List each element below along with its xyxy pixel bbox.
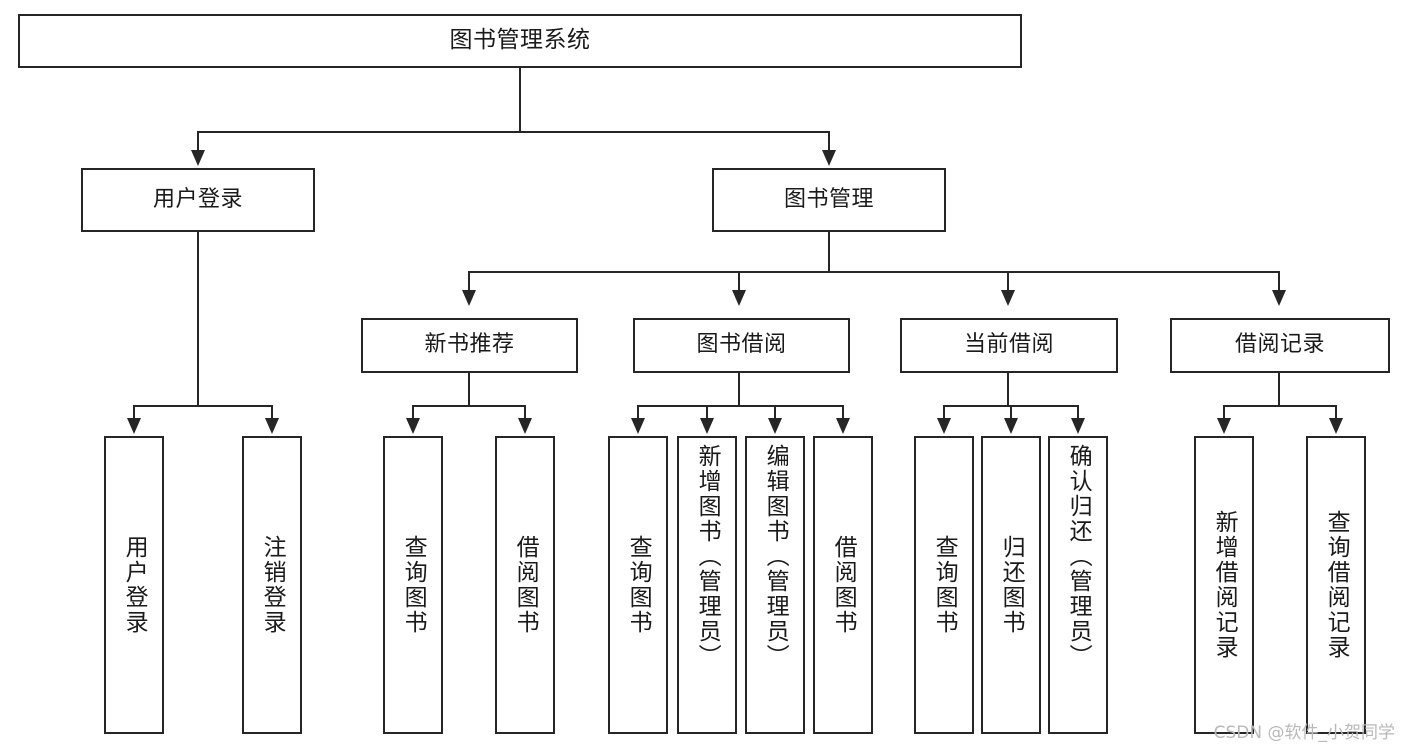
connector-to-book-borrow bbox=[738, 271, 740, 293]
connector-user-login-stem bbox=[197, 232, 199, 407]
node-new-book-recommend[interactable]: 新书推荐 bbox=[361, 318, 578, 373]
connector-user-login-left bbox=[133, 405, 135, 420]
arrow-to-leaf-borrow-book-1 bbox=[518, 418, 532, 434]
connector-root-bar bbox=[197, 131, 830, 133]
leaf-add-book[interactable]: 新增图书（管理员） bbox=[677, 436, 737, 734]
connector-root-stem bbox=[519, 68, 521, 132]
csdn-watermark: CSDN @软件_小贺同学 bbox=[1213, 723, 1395, 743]
connector-bb-1 bbox=[637, 405, 639, 420]
leaf-borrow-book-2-label: 借阅图书 bbox=[830, 535, 857, 635]
connector-nbr-bar bbox=[412, 405, 526, 407]
connector-br-bar bbox=[1223, 405, 1337, 407]
arrow-to-leaf-query-record bbox=[1329, 418, 1343, 434]
arrow-to-book-borrow bbox=[732, 290, 746, 306]
connector-nbr-right bbox=[524, 405, 526, 420]
leaf-user-login[interactable]: 用户登录 bbox=[104, 436, 164, 734]
arrow-to-leaf-edit-book bbox=[768, 418, 782, 434]
node-user-login-label: 用户登录 bbox=[152, 186, 243, 212]
arrow-to-leaf-query-book-2 bbox=[631, 418, 645, 434]
connector-to-borrow-record bbox=[1278, 271, 1280, 293]
node-root-label: 图书管理系统 bbox=[449, 27, 591, 54]
arrow-root-to-book-manage bbox=[822, 150, 836, 166]
connector-book-manage-stem bbox=[828, 232, 830, 272]
connector-bb-2 bbox=[706, 405, 708, 420]
leaf-query-book-3-label: 查询图书 bbox=[931, 535, 958, 635]
leaf-borrow-book-2[interactable]: 借阅图书 bbox=[813, 436, 873, 734]
leaf-edit-book[interactable]: 编辑图书（管理员） bbox=[745, 436, 805, 734]
connector-root-to-user-login bbox=[197, 131, 199, 153]
leaf-add-record[interactable]: 新增借阅记录 bbox=[1194, 436, 1254, 734]
connector-bb-3 bbox=[774, 405, 776, 420]
leaf-query-book-2[interactable]: 查询图书 bbox=[608, 436, 668, 734]
node-book-borrow[interactable]: 图书借阅 bbox=[633, 318, 850, 373]
arrow-root-to-user-login bbox=[191, 150, 205, 166]
leaf-query-book-1-label: 查询图书 bbox=[400, 535, 427, 635]
leaf-edit-book-label: 编辑图书（管理员） bbox=[762, 444, 789, 669]
node-borrow-record-label: 借阅记录 bbox=[1234, 332, 1325, 358]
leaf-return-book-label: 归还图书 bbox=[998, 535, 1025, 635]
leaf-user-logout-label: 注销登录 bbox=[259, 535, 286, 635]
leaf-confirm-return[interactable]: 确认归还（管理员） bbox=[1048, 436, 1108, 734]
arrow-to-new-book-recommend bbox=[462, 290, 476, 306]
connector-bb-bar bbox=[637, 405, 844, 407]
connector-br-right bbox=[1335, 405, 1337, 420]
leaf-query-book-3[interactable]: 查询图书 bbox=[914, 436, 974, 734]
connector-br-left bbox=[1223, 405, 1225, 420]
leaf-borrow-book-1[interactable]: 借阅图书 bbox=[495, 436, 555, 734]
connector-user-login-bar bbox=[133, 405, 272, 407]
node-root[interactable]: 图书管理系统 bbox=[18, 14, 1022, 68]
leaf-borrow-book-1-label: 借阅图书 bbox=[512, 535, 539, 635]
node-book-manage[interactable]: 图书管理 bbox=[712, 168, 946, 232]
connector-cb-3 bbox=[1077, 405, 1079, 420]
connector-bb-4 bbox=[842, 405, 844, 420]
arrow-to-leaf-query-book-3 bbox=[937, 418, 951, 434]
arrow-to-leaf-borrow-book-2 bbox=[836, 418, 850, 434]
connector-nbr-left bbox=[412, 405, 414, 420]
connector-nbr-stem bbox=[468, 373, 470, 407]
connector-cb-stem bbox=[1007, 373, 1009, 407]
arrow-to-leaf-query-book-1 bbox=[406, 418, 420, 434]
leaf-add-book-label: 新增图书（管理员） bbox=[694, 444, 721, 669]
leaf-return-book[interactable]: 归还图书 bbox=[981, 436, 1041, 734]
leaf-query-book-1[interactable]: 查询图书 bbox=[383, 436, 443, 734]
connector-to-new-book-recommend bbox=[468, 271, 470, 293]
connector-root-to-book-manage bbox=[828, 131, 830, 153]
leaf-query-record[interactable]: 查询借阅记录 bbox=[1306, 436, 1366, 734]
arrow-to-leaf-user-login bbox=[127, 418, 141, 434]
connector-book-manage-bar bbox=[468, 271, 1280, 273]
connector-to-current-borrow bbox=[1007, 271, 1009, 293]
connector-bb-stem bbox=[738, 373, 740, 407]
leaf-user-login-label: 用户登录 bbox=[121, 535, 148, 635]
node-borrow-record[interactable]: 借阅记录 bbox=[1170, 318, 1390, 373]
node-book-borrow-label: 图书借阅 bbox=[696, 332, 787, 358]
node-current-borrow-label: 当前借阅 bbox=[963, 332, 1054, 358]
connector-user-login-right bbox=[271, 405, 273, 420]
connector-br-stem bbox=[1278, 373, 1280, 407]
arrow-to-borrow-record bbox=[1272, 290, 1286, 306]
arrow-to-current-borrow bbox=[1001, 290, 1015, 306]
node-current-borrow[interactable]: 当前借阅 bbox=[900, 318, 1118, 373]
arrow-to-leaf-user-logout bbox=[265, 418, 279, 434]
node-new-book-recommend-label: 新书推荐 bbox=[424, 332, 515, 358]
node-book-manage-label: 图书管理 bbox=[783, 186, 874, 212]
node-user-login[interactable]: 用户登录 bbox=[81, 168, 315, 232]
leaf-query-record-label: 查询借阅记录 bbox=[1323, 510, 1350, 660]
connector-cb-2 bbox=[1010, 405, 1012, 420]
leaf-user-logout[interactable]: 注销登录 bbox=[242, 436, 302, 734]
leaf-confirm-return-label: 确认归还（管理员） bbox=[1065, 444, 1092, 669]
arrow-to-leaf-add-book bbox=[700, 418, 714, 434]
arrow-to-leaf-return-book bbox=[1004, 418, 1018, 434]
arrow-to-leaf-add-record bbox=[1217, 418, 1231, 434]
leaf-add-record-label: 新增借阅记录 bbox=[1211, 510, 1238, 660]
arrow-to-leaf-confirm-return bbox=[1071, 418, 1085, 434]
leaf-query-book-2-label: 查询图书 bbox=[625, 535, 652, 635]
connector-cb-1 bbox=[943, 405, 945, 420]
